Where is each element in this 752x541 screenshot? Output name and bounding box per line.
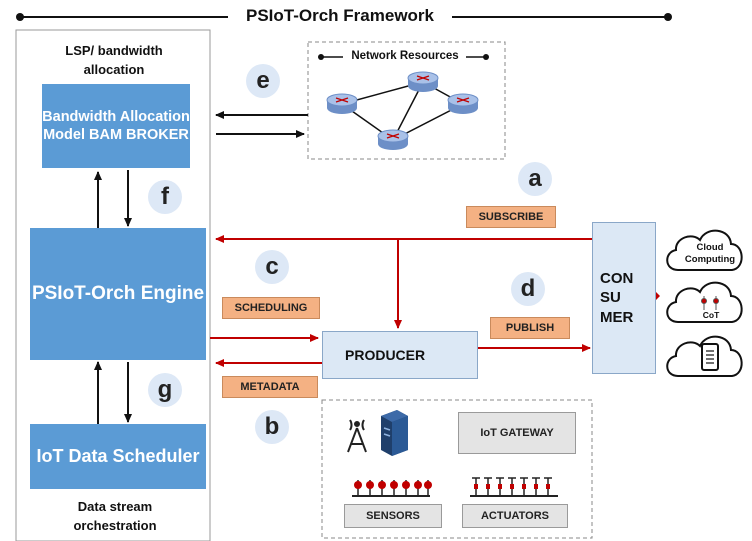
orch-engine-box: PSIoT-Orch Engine — [30, 228, 206, 360]
network-resources-title: Network Resources — [351, 50, 459, 62]
producer-label: PRODUCER — [345, 347, 426, 363]
sensors-box: SENSORS — [344, 504, 442, 528]
step-f-badge: f — [148, 180, 182, 214]
bam-broker-box: Bandwidth Allocation Model BAM BROKER — [42, 84, 190, 168]
title-rule — [16, 13, 672, 21]
router-icon — [326, 93, 358, 114]
step-a-badge: a — [518, 162, 552, 196]
cot-label: CoT — [702, 310, 720, 320]
actuator-array-icon — [470, 477, 558, 497]
subscribe-tag: SUBSCRIBE — [466, 206, 556, 228]
server-icon — [381, 410, 408, 456]
left-panel-frame — [15, 29, 211, 541]
step-d-badge: d — [511, 272, 545, 306]
lsp-caption: LSP/ bandwidth allocation — [65, 43, 163, 77]
mobile-device-icon — [701, 343, 719, 371]
cloud-computing-label: Cloud Computing — [684, 242, 736, 265]
actuators-box: ACTUATORS — [462, 504, 568, 528]
iot-data-scheduler-box: IoT Data Scheduler — [30, 424, 206, 489]
data-stream-caption: Data stream orchestration — [73, 499, 157, 533]
step-b-badge: b — [255, 410, 289, 444]
router-icon — [377, 129, 409, 150]
consumer-label-line3: MER — [600, 308, 634, 326]
sensor-array-icon — [352, 480, 432, 497]
iot-gateway-box: IoT GATEWAY — [458, 412, 576, 454]
cloud-icon — [666, 229, 743, 271]
router-icon — [447, 93, 479, 114]
network-title-rule — [318, 54, 489, 60]
step-c-badge: c — [255, 250, 289, 284]
consumer-label-line1: CON — [600, 269, 634, 287]
publish-tag: PUBLISH — [490, 317, 570, 339]
cloud-icon — [666, 335, 743, 377]
cloud-icon — [666, 281, 743, 323]
step-g-badge: g — [148, 373, 182, 407]
producer-box: PRODUCER — [322, 331, 478, 379]
step-e-badge: e — [246, 64, 280, 98]
router-icon — [407, 71, 439, 92]
framework-title: PSIoT-Orch Framework — [228, 6, 452, 26]
antenna-icon — [347, 419, 367, 453]
consumer-box: CON SU MER — [592, 222, 656, 374]
consumer-label-line2: SU — [600, 289, 621, 307]
device-area-frame — [321, 399, 593, 539]
metadata-tag: METADATA — [222, 376, 318, 398]
network-resources-frame — [307, 41, 506, 160]
scheduling-tag: SCHEDULING — [222, 297, 320, 319]
